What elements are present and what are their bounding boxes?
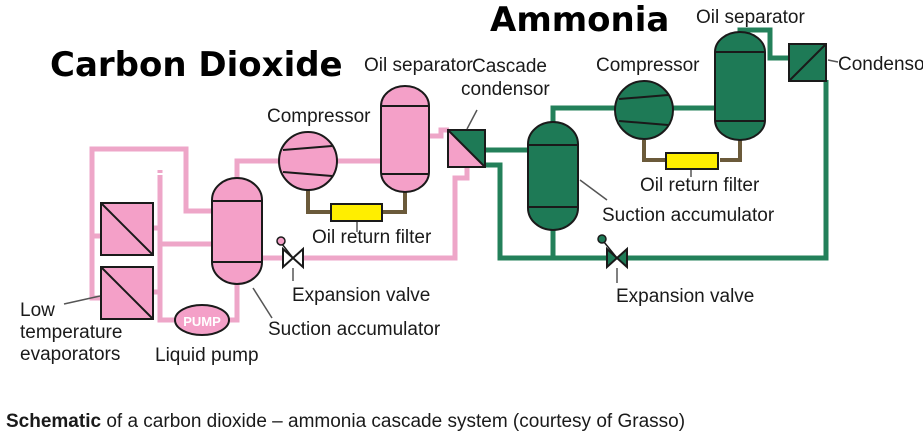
pump-badge: PUMP — [183, 314, 221, 329]
nh3-suction-accumulator — [527, 121, 579, 231]
leader-evaporators — [63, 295, 101, 305]
co2-pipe-accum-to-compressor — [234, 158, 280, 180]
label-co2-compressor: Compressor — [267, 106, 371, 127]
co2-oil-separator — [380, 85, 430, 193]
nh3-pipe-separator-to-filter — [720, 138, 742, 162]
caption-rest: of a carbon dioxide – ammonia cascade sy… — [101, 411, 686, 432]
figure-caption: Schematic of a carbon dioxide – ammonia … — [6, 411, 685, 433]
co2-expansion-valve — [276, 236, 304, 270]
co2-compressor — [278, 131, 338, 191]
co2-piping — [89, 127, 470, 323]
co2-pipe-pump-to-evap — [157, 175, 176, 323]
nh3-oil-separator — [714, 31, 766, 141]
nh3-pipe-condensor-down — [627, 80, 829, 261]
nh3-oil-return-filter — [665, 152, 719, 170]
cascade-condensor — [447, 129, 486, 168]
leader-nh3-suction — [579, 179, 608, 201]
label-nh3-expansion-valve: Expansion valve — [616, 286, 754, 307]
nh3-compressor — [614, 80, 674, 140]
label-nh3-oil-return-filter: Oil return filter — [640, 175, 760, 196]
co2-oil-return-filter — [330, 203, 383, 222]
label-cascade-line1: Cascade — [472, 56, 547, 77]
co2-pipe-accum-to-pump — [228, 282, 240, 323]
nh3-condensor — [788, 43, 827, 82]
leader-co2-suction — [252, 287, 273, 319]
leader-cascade — [466, 109, 478, 130]
label-nh3-suction-accumulator: Suction accumulator — [602, 205, 775, 226]
label-co2-oil-separator: Oil separator — [364, 55, 473, 76]
label-evaporators-line3: evaporators — [20, 344, 120, 365]
label-co2-expansion-valve: Expansion valve — [292, 285, 430, 306]
title-ammonia: Ammonia — [490, 0, 669, 40]
label-nh3-condensor: Condensor — [838, 54, 923, 75]
label-cascade-line2: condensor — [461, 79, 550, 100]
label-nh3-oil-separator: Oil separator — [696, 7, 805, 28]
leader-lines — [63, 59, 839, 319]
nh3-pipe-accum-to-compressor — [550, 105, 617, 124]
label-liquid-pump: Liquid pump — [155, 345, 259, 366]
title-carbon-dioxide: Carbon Dioxide — [50, 45, 343, 85]
co2-pipe-evap-left — [89, 155, 101, 301]
co2-pipe-cascade-return — [303, 166, 470, 261]
co2-oil-link-right — [382, 190, 407, 214]
label-evaporators-line2: temperature — [20, 322, 122, 343]
co2-pipe-separator-to-cascade — [427, 127, 449, 139]
co2-oil-link-left — [306, 190, 330, 214]
co2-suction-accumulator — [211, 177, 263, 285]
label-nh3-compressor: Compressor — [596, 55, 700, 76]
label-evaporators-line1: Low — [20, 300, 55, 321]
schematic-diagram: Carbon Dioxide Ammonia — [20, 0, 923, 366]
liquid-pump: PUMP — [174, 304, 230, 336]
nh3-pipe-filter-to-compressor — [642, 140, 666, 162]
evaporator-upper — [100, 202, 154, 256]
label-co2-oil-return-filter: Oil return filter — [312, 227, 432, 248]
co2-oil-return-line — [306, 190, 407, 214]
label-co2-suction-accumulator: Suction accumulator — [268, 319, 441, 340]
leader-condensor — [827, 59, 839, 63]
co2-pipe-evap-top — [89, 146, 213, 214]
caption-bold: Schematic — [6, 411, 102, 432]
co2-piping-dashes — [89, 153, 163, 195]
nh3-expansion-valve — [597, 234, 628, 270]
evaporator-lower — [100, 266, 154, 320]
